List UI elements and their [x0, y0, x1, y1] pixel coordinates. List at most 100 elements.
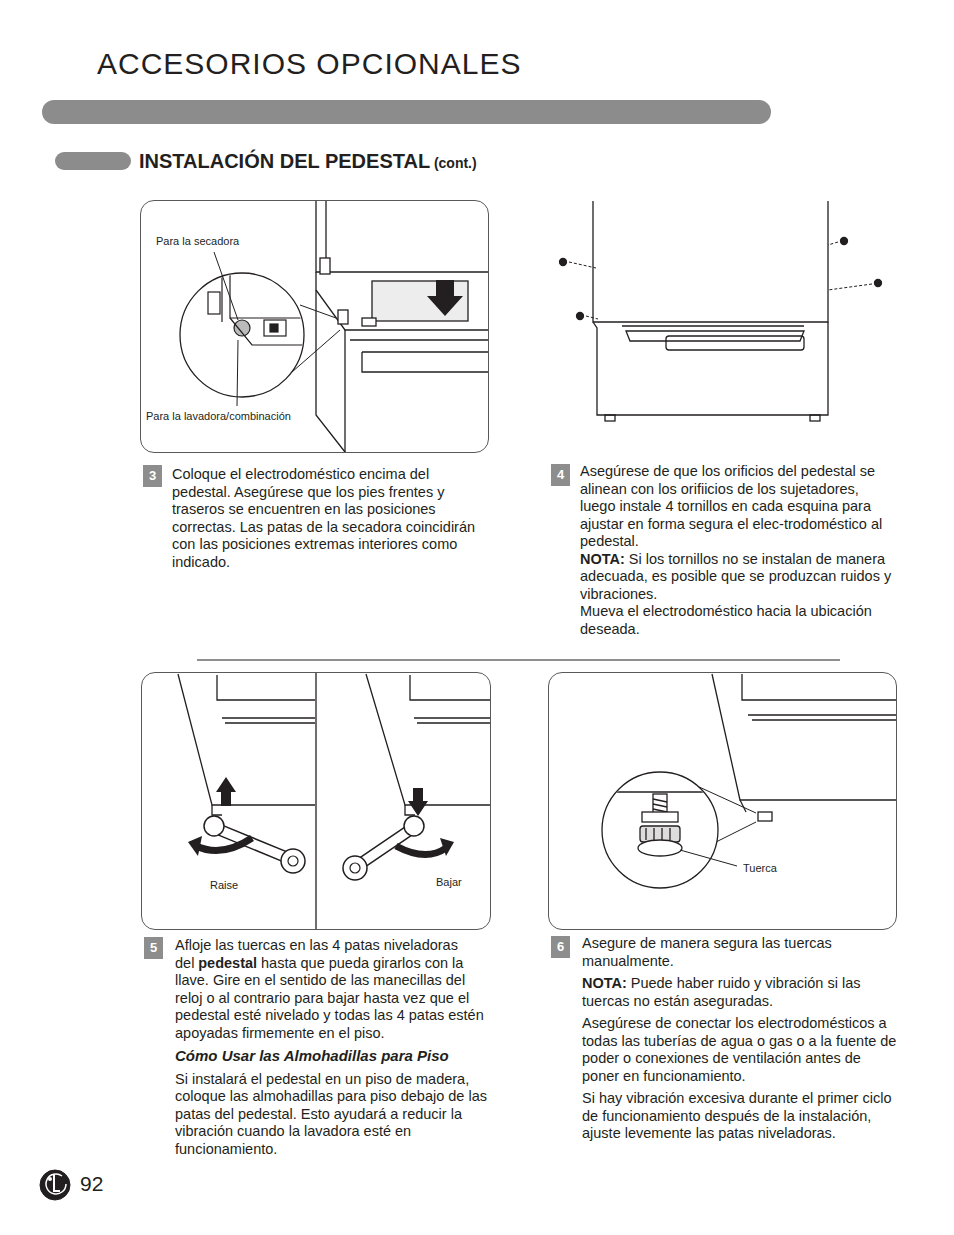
zoom-detail — [214, 252, 238, 406]
wrench-left — [188, 836, 202, 856]
appliance-on-pedestal — [338, 310, 348, 324]
paragraph: Si hay vibración excesiva durante el pri… — [582, 1090, 898, 1143]
step-number: 3 — [143, 465, 162, 487]
bold-text: INSTALACIÓN DEL PEDESTAL — [139, 150, 430, 172]
step-number: 5 — [150, 940, 157, 956]
appliance-screws — [569, 242, 872, 319]
lg-logo — [40, 1170, 70, 1200]
page-number: 92 — [80, 1171, 140, 1197]
leveling-illustration — [178, 674, 315, 805]
appliance-on-pedestal — [320, 258, 330, 274]
paragraph: Asegure de manera segura las tuercas man… — [582, 935, 898, 970]
paragraph: Si instalará el pedestal en un piso de m… — [175, 1071, 493, 1159]
appliance-screws — [605, 415, 615, 421]
nut-illustration — [748, 715, 896, 720]
nut-illustration — [638, 840, 682, 856]
appliance-screws — [593, 201, 828, 322]
part-label: Para la secadora — [155, 235, 240, 248]
leveling-illustration — [410, 675, 490, 700]
lg-logo — [40, 1170, 70, 1200]
bold-text: NOTA: — [582, 975, 627, 991]
zoom-detail — [264, 320, 286, 336]
lg-logo — [54, 1175, 60, 1191]
step-text: Asegure de manera segura las tuercas man… — [582, 935, 898, 1143]
appliance-on-pedestal — [316, 201, 488, 272]
paragraph: 92 — [80, 1171, 140, 1197]
paragraph: Mueva el electrodoméstico hacia la ubica… — [580, 603, 898, 638]
wrench-right — [404, 816, 424, 836]
nut-illustration — [742, 674, 896, 700]
appliance-screws — [828, 242, 838, 245]
zoom-detail — [208, 272, 310, 345]
appliance-on-pedestal — [362, 318, 376, 326]
paragraph: Asegúrese de que los orificios del pedes… — [580, 463, 898, 551]
appliance-on-pedestal — [316, 201, 488, 452]
wrench-left — [220, 830, 288, 858]
body-text: Coloque el electrodoméstico encima del p… — [172, 466, 475, 570]
wrench-left — [281, 849, 305, 873]
step-number: 5 — [144, 937, 163, 959]
wrench-left — [204, 816, 224, 836]
nut-illustration — [712, 674, 896, 800]
leveling-illustration — [178, 673, 490, 929]
nut-illustration — [642, 812, 678, 822]
nut-illustration — [598, 792, 724, 856]
paragraph: Coloque el electrodoméstico encima del p… — [172, 466, 486, 571]
leveling-illustration — [222, 718, 315, 723]
leveling-illustration — [217, 675, 315, 700]
appliance-screws — [586, 316, 598, 319]
appliance-screws — [810, 415, 820, 421]
nut-illustration — [646, 828, 670, 840]
wrench-right — [440, 838, 454, 856]
bold-text: (cont.) — [434, 155, 477, 171]
zoom-detail — [208, 292, 220, 314]
leveling-illustration — [414, 718, 490, 723]
zoom-detail — [230, 272, 310, 318]
wrench-left — [216, 777, 236, 806]
appliance-on-pedestal — [344, 330, 345, 452]
part-label: Para la lavadora/combinación — [145, 410, 292, 423]
part-label: Raise — [209, 879, 239, 892]
appliance-screws — [593, 322, 828, 415]
leveling-illustration — [212, 805, 222, 815]
body-text: Asegúrese de que los orificios del pedes… — [580, 463, 882, 549]
illustration-panel: RaiseBajar — [141, 672, 491, 930]
step-number: 4 — [557, 467, 564, 483]
page-title: ACCESORIOS OPCIONALES — [97, 47, 521, 81]
appliance-screws — [569, 262, 596, 268]
paragraph: INSTALACIÓN DEL PEDESTAL(cont.) — [139, 149, 599, 174]
appliance-screws — [577, 313, 584, 320]
paragraph: Cómo Usar las Almohadillas para Piso — [175, 1047, 493, 1066]
appliance-screws — [666, 336, 804, 350]
decor-bars — [42, 100, 771, 124]
appliance-screws — [560, 201, 882, 421]
lg-logo — [46, 1174, 66, 1194]
section-heading: INSTALACIÓN DEL PEDESTAL(cont.) — [139, 149, 599, 174]
step-number: 3 — [149, 468, 156, 484]
leveling-illustration — [315, 673, 316, 929]
body-text: Si hay vibración excesiva durante el pri… — [582, 1090, 891, 1141]
body-text: Asegúrese de conectar los electrodomésti… — [582, 1015, 896, 1084]
wrench-left — [288, 856, 298, 866]
wrench-left — [196, 838, 252, 851]
step-number: 4 — [551, 464, 570, 486]
bold-text: NOTA: — [580, 551, 625, 567]
illustration-panel: Para la secadoraPara la lavadora/combina… — [140, 200, 489, 453]
appliance-screws — [560, 259, 567, 266]
appliance-screws — [622, 325, 804, 326]
body-text: Si instalará el pedestal en un piso de m… — [175, 1071, 487, 1157]
wrench-right — [408, 788, 428, 816]
wrench-right — [396, 846, 446, 855]
part-label: Tuerca — [742, 862, 778, 875]
appliance-screws — [560, 238, 882, 320]
zoom-detail — [180, 252, 340, 406]
wrench-right — [350, 863, 360, 873]
wrench-right — [343, 788, 454, 880]
nut-illustration — [598, 791, 724, 792]
illustration-panel: Tuerca — [548, 672, 897, 930]
body-text: 92 — [80, 1172, 103, 1195]
wrench-right — [343, 856, 367, 880]
decor-bars — [197, 659, 840, 660]
decor-bars — [55, 152, 131, 170]
appliance-screws — [875, 280, 882, 287]
